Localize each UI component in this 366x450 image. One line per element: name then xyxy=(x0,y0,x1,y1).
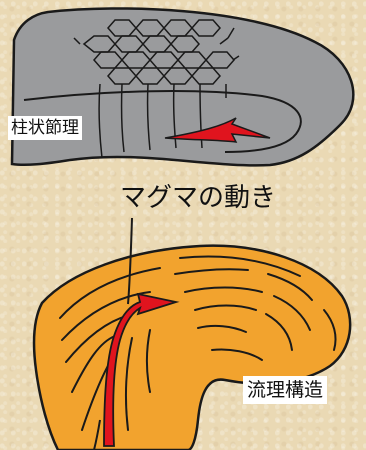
magma-arrow-top xyxy=(164,117,271,143)
movement-leader-line xyxy=(127,217,133,305)
orange-rock-body xyxy=(32,244,352,450)
flow-structure-rock xyxy=(32,244,352,450)
gray-rock-inner-fold xyxy=(23,90,302,153)
hexagonal-joints xyxy=(73,19,240,85)
columnar-jointing-rock xyxy=(10,7,355,167)
magma-movement-label: マグマの動き xyxy=(119,183,276,213)
columnar-jointing-label: 柱状節理 xyxy=(8,116,82,140)
magma-feeder-line xyxy=(93,419,101,450)
flow-structure-label: 流理構造 xyxy=(243,376,328,404)
gray-rock-body xyxy=(10,7,355,167)
magma-conduit xyxy=(103,292,180,447)
